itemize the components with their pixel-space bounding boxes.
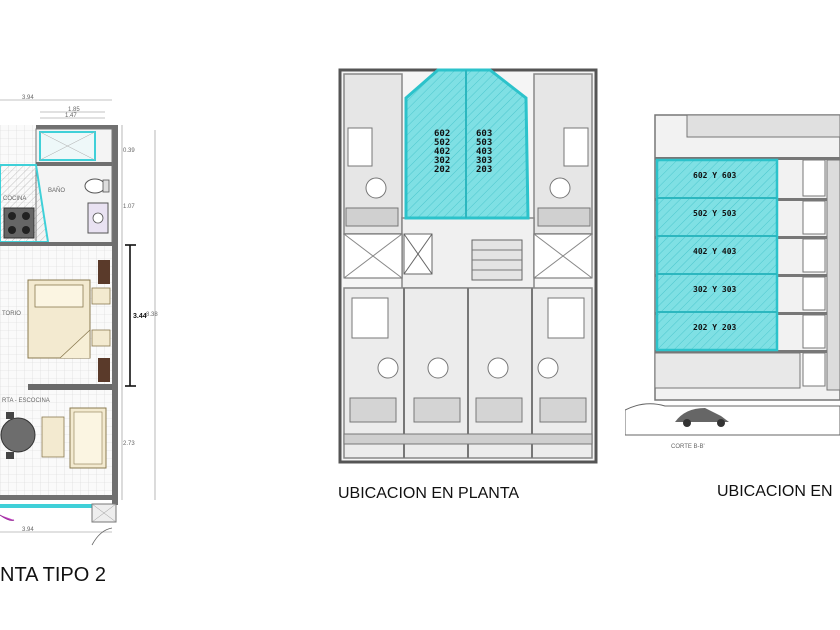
floor-plan-drawing: 3.94 1.85 1.47 BAÑO bbox=[0, 95, 158, 546]
dim-top-total: 3.94 bbox=[22, 95, 34, 101]
dim-top-b: 1.47 bbox=[65, 113, 77, 119]
room-label-bath: BAÑO bbox=[48, 187, 65, 194]
unit-203-label: 203 bbox=[476, 165, 492, 175]
unit-503-label: 503 bbox=[476, 138, 492, 148]
dim-right-a: 0.39 bbox=[123, 148, 135, 154]
dim-right-b: 1.07 bbox=[123, 204, 135, 210]
section-drawing: CORTE B-B' 602 Y 603 502 Y 503 402 Y 403… bbox=[625, 114, 840, 450]
dim-right-total: 8.38 bbox=[146, 312, 158, 318]
unit-302-label: 302 bbox=[434, 156, 450, 166]
dim-top-a: 1.85 bbox=[68, 107, 80, 113]
plan-tipo-title: NTA TIPO 2 bbox=[0, 564, 106, 586]
dim-right-d: 2.73 bbox=[123, 441, 135, 447]
level-6-label: 602 Y 603 bbox=[693, 171, 737, 180]
room-label-cocina: COCINA bbox=[3, 196, 26, 202]
level-2-label: 202 Y 203 bbox=[693, 323, 737, 332]
floor-plan-tipo-2: 3.94 1.85 1.47 BAÑO bbox=[0, 90, 170, 550]
level-5-label: 502 Y 503 bbox=[693, 209, 737, 218]
unit-402-label: 402 bbox=[434, 147, 450, 157]
unit-303-label: 303 bbox=[476, 156, 492, 166]
location-plan-title: UBICACION EN PLANTA bbox=[338, 485, 520, 502]
dim-bottom: 3.94 bbox=[22, 527, 34, 533]
level-4-label: 402 Y 403 bbox=[693, 247, 737, 256]
room-label-sala: RTA - ESCOCINA bbox=[2, 398, 50, 404]
section-title: UBICACION EN bbox=[717, 483, 833, 500]
unit-603-label: 603 bbox=[476, 129, 492, 139]
level-3-label: 302 Y 303 bbox=[693, 285, 737, 294]
room-label-dormitorio: TORIO bbox=[2, 311, 21, 317]
dim-right-c: 3.44 bbox=[133, 313, 147, 320]
unit-202-label: 202 bbox=[434, 165, 450, 175]
unit-602-label: 602 bbox=[434, 129, 450, 139]
unit-403-label: 403 bbox=[476, 147, 492, 157]
location-floor-plan: 602 502 402 302 202 603 503 403 303 203 bbox=[338, 68, 598, 468]
unit-502-label: 502 bbox=[434, 138, 450, 148]
building-section: CORTE B-B' 602 Y 603 502 Y 503 402 Y 403… bbox=[625, 110, 840, 455]
location-plan-drawing: 602 502 402 302 202 603 503 403 303 203 bbox=[338, 68, 598, 464]
section-cut-label: CORTE B-B' bbox=[671, 444, 705, 450]
